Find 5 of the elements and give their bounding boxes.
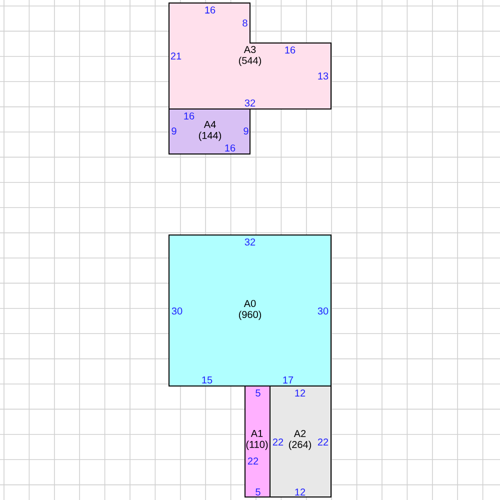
area-region: A0 (960) 32 30 30 15 17 — [168, 234, 332, 386]
area-region: A4 (144) 16 9 9 16 — [168, 108, 250, 154]
area-region: A3 (544) 16 8 21 16 13 32 — [168, 2, 332, 110]
area-region: A1 (110) 5 22 5 — [244, 386, 270, 498]
area-region: A2 (264) 12 22 22 12 — [270, 386, 332, 498]
